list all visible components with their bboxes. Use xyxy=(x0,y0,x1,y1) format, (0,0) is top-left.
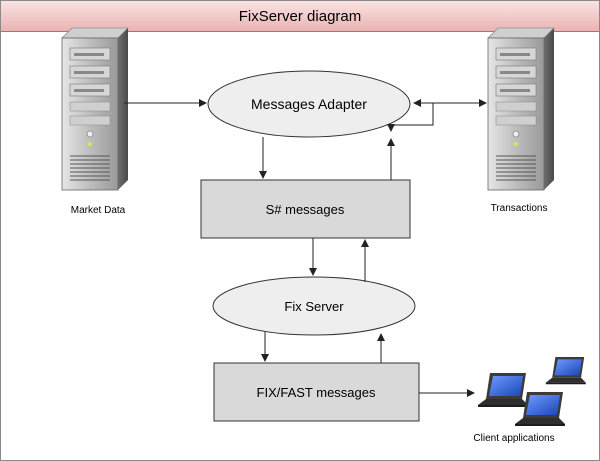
market-data-label: Market Data xyxy=(71,205,126,216)
fix-server-node xyxy=(212,276,416,336)
fix-fast-messages-node xyxy=(213,362,420,422)
transactions-server-icon xyxy=(487,27,555,191)
client-laptop-icon xyxy=(545,357,586,385)
sharp-messages-node xyxy=(200,179,411,239)
fix-server-label: Fix Server xyxy=(284,299,344,314)
fix-fast-messages-label: FIX/FAST messages xyxy=(257,385,376,400)
diagram-title: FixServer diagram xyxy=(1,1,599,32)
messages-adapter-label: Messages Adapter xyxy=(251,96,367,112)
sharp-messages-label: S# messages xyxy=(266,202,345,217)
client-laptop-icon xyxy=(515,392,565,426)
transactions-label: Transactions xyxy=(491,203,548,214)
client-laptop-icon xyxy=(478,373,528,407)
client-applications-label: Client applications xyxy=(473,433,554,444)
market-data-server-icon xyxy=(61,27,129,191)
messages-adapter-node xyxy=(207,70,411,138)
adapter-return-arrow xyxy=(387,103,434,132)
